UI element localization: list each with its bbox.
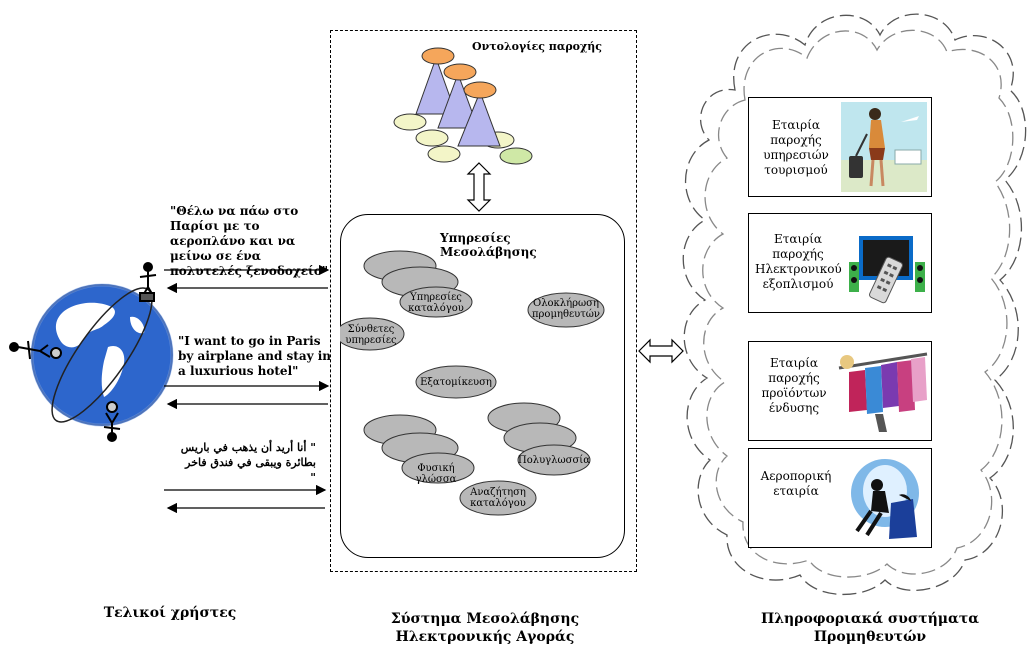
mediation-caption-line2: Ηλεκτρονικής Αγοράς bbox=[395, 629, 575, 645]
suppliers-caption-line2: Προμηθευτών bbox=[813, 629, 927, 645]
provider-label-airline: Αεροπορική εταιρία bbox=[760, 469, 832, 498]
quote-english: "I want to go in Paris by airplane and s… bbox=[178, 334, 332, 378]
airline-seat-icon bbox=[851, 459, 919, 539]
service-ellipses bbox=[340, 250, 605, 516]
mediation-caption-line1: Σύστημα Μεσολάβησης bbox=[390, 611, 580, 627]
quote-arabic: " أنا أريد أن يذهب في باريس بطائرة ويبقى… bbox=[180, 441, 316, 484]
provider-label-clothing: Εταιρία παροχής προϊόντων ένδυσης bbox=[761, 356, 827, 415]
ontology-title: Οντολογίες παροχής bbox=[472, 40, 602, 53]
quote-greek: "Θέλω να πάω στο Παρίσι με το αεροπλάνο … bbox=[170, 204, 329, 278]
provider-box-tourism: Εταιρία παροχής υπηρεσιών τουρισμού bbox=[748, 97, 932, 197]
provider-label-tourism: Εταιρία παροχής υπηρεσιών τουρισμού bbox=[763, 118, 829, 177]
mediation-system-frame bbox=[330, 30, 637, 572]
traveler-icon bbox=[841, 102, 927, 192]
supplier-link-arrow bbox=[638, 338, 684, 364]
service-personalization: Εξατομίκευση bbox=[420, 377, 492, 388]
provider-label-electronics: Εταιρία παροχής Ηλεκτρονικού εξοπλισμού bbox=[755, 232, 842, 291]
service-supplier-integration: Ολοκλήρωση προμηθευτών bbox=[531, 298, 600, 320]
globe-icon bbox=[9, 262, 174, 442]
cloud-outline bbox=[682, 13, 1027, 596]
mediation-services-box bbox=[340, 214, 625, 558]
ontology-link-arrow bbox=[466, 162, 492, 212]
provider-box-airline: Αεροπορική εταιρία bbox=[748, 448, 932, 548]
service-composite: Σύνθετες υπηρεσίες bbox=[345, 324, 397, 346]
service-multilingual-search: Φυσική γλώσσα bbox=[415, 463, 457, 485]
electronics-icon bbox=[849, 236, 925, 304]
clothing-rack-icon bbox=[838, 352, 928, 432]
service-catalog-search: Αναζήτηση καταλόγου bbox=[470, 487, 526, 509]
service-multilingual: Πολυγλωσσία bbox=[518, 455, 590, 466]
user-arrows bbox=[164, 264, 330, 514]
ontology-graphic bbox=[393, 47, 533, 165]
service-catalog: Υπηρεσίες καταλόγου bbox=[408, 292, 464, 314]
services-title: Υπηρεσίες Μεσολάβησης bbox=[440, 231, 537, 259]
end-users-caption: Τελικοί χρήστες bbox=[103, 605, 237, 621]
provider-box-electronics: Εταιρία παροχής Ηλεκτρονικού εξοπλισμού bbox=[748, 213, 932, 313]
suppliers-caption-line1: Πληροφοριακά συστήματα bbox=[760, 611, 980, 627]
provider-box-clothing: Εταιρία παροχής προϊόντων ένδυσης bbox=[748, 341, 932, 441]
